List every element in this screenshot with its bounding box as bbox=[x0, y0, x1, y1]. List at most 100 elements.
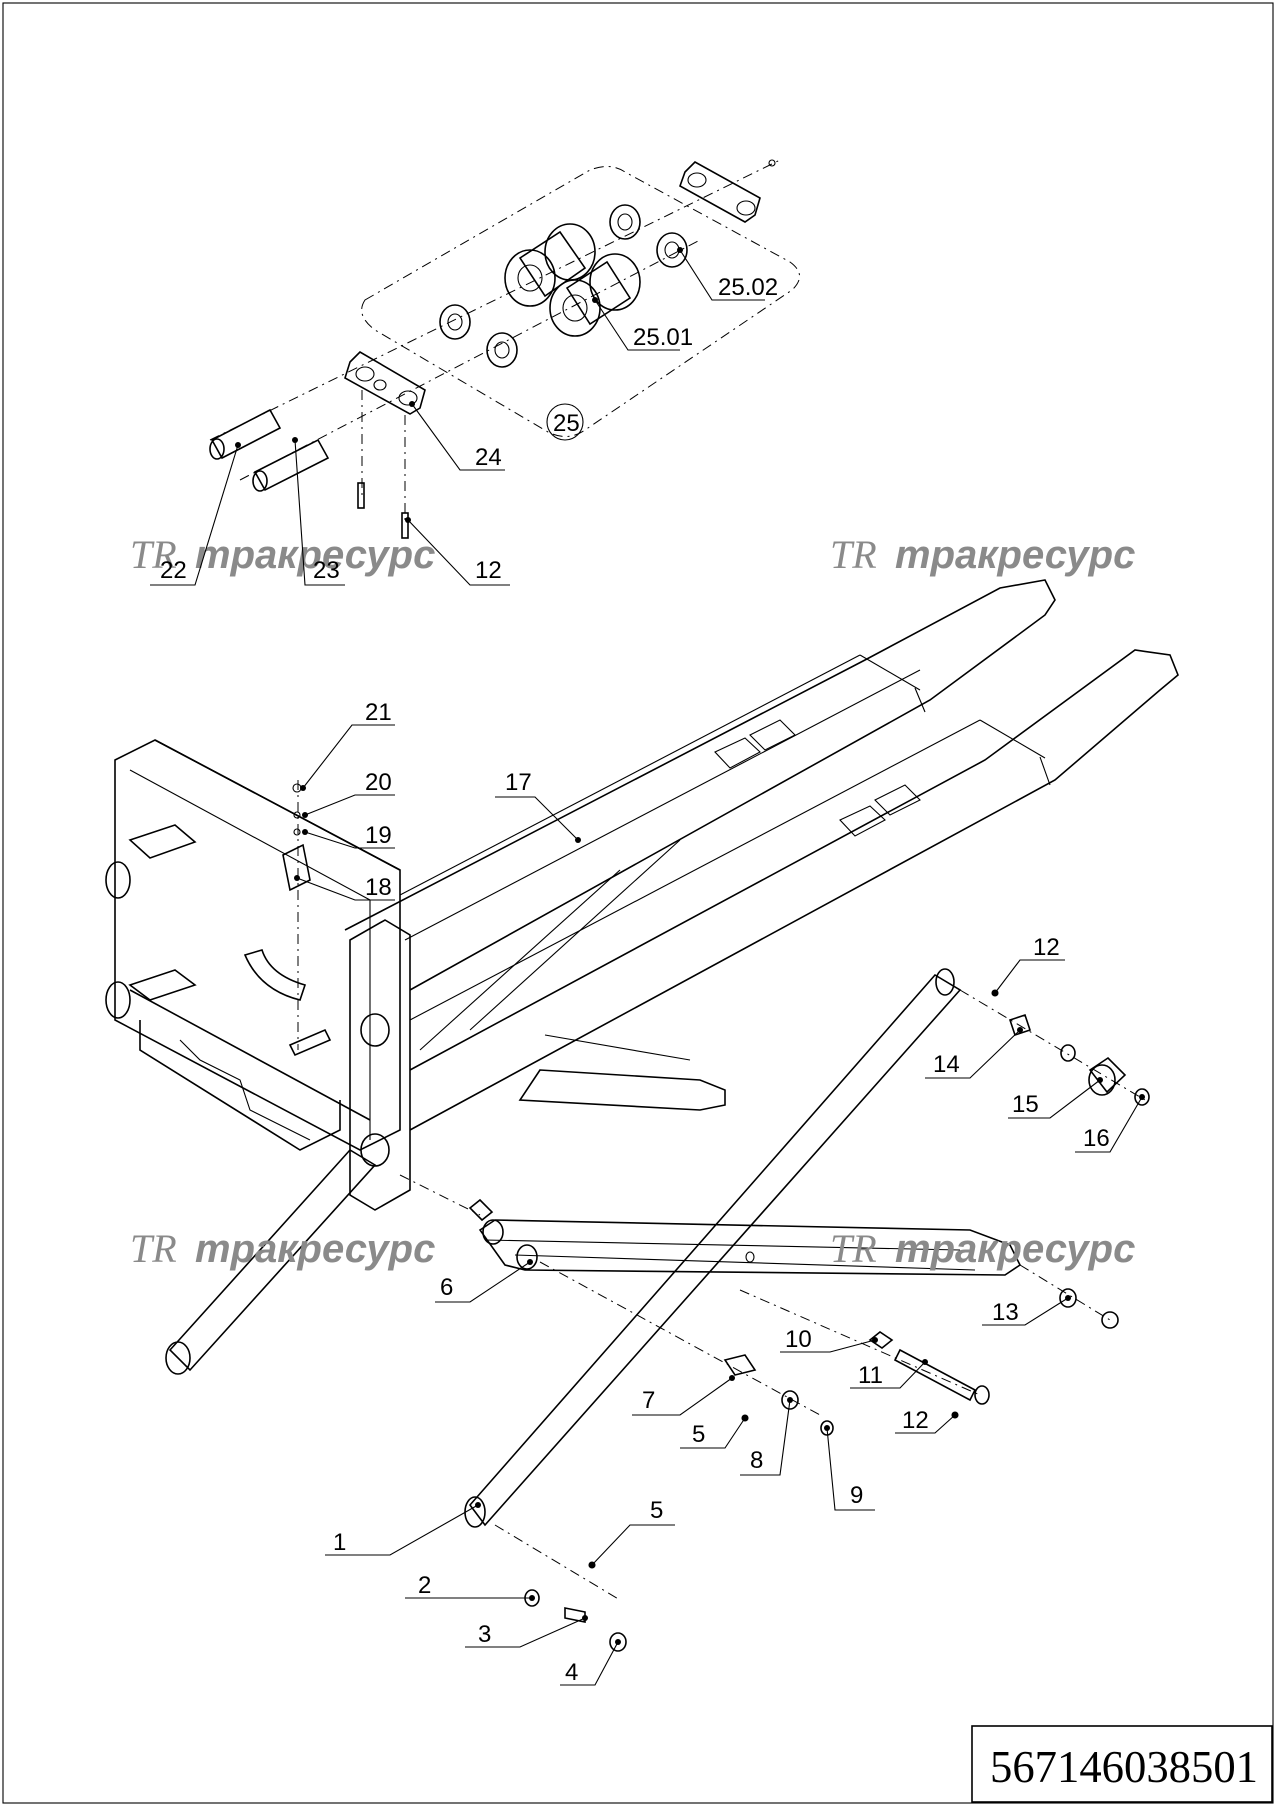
svg-text:8: 8 bbox=[750, 1447, 763, 1474]
svg-text:TR: TR bbox=[830, 532, 877, 577]
callout-21: 21 bbox=[300, 699, 395, 791]
callout-14: 14 bbox=[925, 1027, 1023, 1079]
callout-24: 24 bbox=[409, 401, 505, 471]
rear-link bbox=[168, 1148, 377, 1372]
fork-17-lower bbox=[409, 649, 1179, 1131]
roller-15 bbox=[1088, 1056, 1127, 1094]
watermark-1: TR тракресурс bbox=[130, 532, 435, 577]
side-plate bbox=[349, 919, 411, 1211]
callout-3: 3 bbox=[465, 1615, 588, 1648]
washer-15a bbox=[1060, 1044, 1076, 1062]
svg-text:4: 4 bbox=[565, 1659, 578, 1686]
fork-window-2 bbox=[839, 784, 921, 837]
svg-text:9: 9 bbox=[850, 1482, 863, 1509]
axis-line-upper bbox=[209, 159, 781, 441]
svg-text:TR: TR bbox=[830, 1226, 877, 1271]
callout-2: 2 bbox=[405, 1572, 535, 1601]
callout-22: 22 bbox=[150, 442, 241, 586]
callout-20: 20 bbox=[302, 769, 395, 818]
axle-22 bbox=[209, 408, 282, 460]
svg-text:5: 5 bbox=[650, 1497, 663, 1524]
svg-text:21: 21 bbox=[365, 699, 392, 726]
svg-text:12: 12 bbox=[902, 1407, 929, 1434]
pin-11 bbox=[893, 1348, 977, 1402]
roller-1 bbox=[504, 223, 596, 307]
side-hole-1 bbox=[360, 1013, 390, 1047]
svg-text:23: 23 bbox=[313, 557, 340, 584]
callout-11: 11 bbox=[850, 1359, 928, 1389]
wheel-bottom bbox=[105, 981, 131, 1019]
bearing-1 bbox=[609, 204, 641, 240]
washer-20 bbox=[293, 811, 301, 819]
roller-assembly bbox=[209, 159, 800, 539]
callout-13: 13 bbox=[982, 1295, 1071, 1326]
washer-9 bbox=[820, 1420, 834, 1436]
callout-4: 4 bbox=[560, 1639, 621, 1686]
svg-text:12: 12 bbox=[1033, 934, 1060, 961]
svg-text:11: 11 bbox=[858, 1362, 883, 1389]
nut-13 bbox=[1101, 1311, 1119, 1329]
callout-12-bottom: 12 bbox=[895, 1407, 958, 1434]
svg-text:15: 15 bbox=[1012, 1091, 1039, 1118]
plate-7 bbox=[723, 1354, 757, 1376]
axle-23 bbox=[252, 438, 330, 492]
screw-21 bbox=[292, 783, 302, 793]
svg-text:2: 2 bbox=[418, 1572, 431, 1599]
svg-text:тракресурс: тракресурс bbox=[195, 533, 435, 577]
svg-text:20: 20 bbox=[365, 769, 392, 796]
svg-text:16: 16 bbox=[1083, 1125, 1110, 1152]
pin-3 bbox=[564, 1607, 586, 1623]
lower-arm bbox=[518, 1069, 726, 1111]
callout-9: 9 bbox=[824, 1425, 875, 1511]
latch-hook bbox=[243, 949, 307, 1001]
svg-text:1: 1 bbox=[333, 1529, 346, 1556]
axis-6 bbox=[399, 1174, 481, 1216]
svg-text:6: 6 bbox=[440, 1274, 453, 1301]
svg-text:25: 25 bbox=[553, 410, 580, 437]
svg-text:3: 3 bbox=[478, 1621, 491, 1648]
bracket-18 bbox=[282, 843, 311, 892]
nut-16 bbox=[1134, 1088, 1150, 1106]
callout-7: 7 bbox=[632, 1375, 735, 1416]
side-hole-2 bbox=[360, 1133, 390, 1167]
pin-14 bbox=[1008, 1013, 1032, 1037]
svg-text:5: 5 bbox=[692, 1421, 705, 1448]
watermark-2: TR тракресурс bbox=[830, 532, 1135, 577]
pin-1 bbox=[357, 482, 365, 509]
svg-text:тракресурс: тракресурс bbox=[895, 533, 1135, 577]
roller-2 bbox=[549, 253, 641, 337]
watermark-4: TR тракресурс bbox=[830, 1226, 1135, 1271]
bearing-4 bbox=[486, 332, 518, 368]
callout-19: 19 bbox=[302, 822, 395, 849]
callout-12-top: 12 bbox=[405, 517, 510, 586]
callout-5-mid: 5 bbox=[680, 1415, 748, 1449]
svg-text:TR: TR bbox=[130, 1226, 177, 1271]
svg-text:14: 14 bbox=[933, 1051, 960, 1078]
bushing-10 bbox=[868, 1331, 894, 1349]
document-number: 567146038501 bbox=[990, 1741, 1258, 1792]
axis-13 bbox=[1019, 1264, 1111, 1321]
bushing-8 bbox=[781, 1390, 799, 1410]
callout-23: 23 bbox=[292, 437, 345, 586]
callout-1: 1 bbox=[325, 1502, 481, 1556]
callout-6: 6 bbox=[435, 1259, 533, 1303]
scissor-linkage bbox=[165, 968, 1150, 1652]
nut-4 bbox=[609, 1632, 627, 1652]
fork-window-1 bbox=[714, 719, 796, 769]
wheel-top bbox=[105, 861, 131, 899]
callout-25: 25 bbox=[546, 403, 584, 441]
small-screw bbox=[768, 159, 776, 167]
back-plate bbox=[114, 739, 401, 1151]
svg-text:19: 19 bbox=[365, 822, 392, 849]
callout-8: 8 bbox=[740, 1397, 793, 1476]
svg-text:13: 13 bbox=[992, 1299, 1019, 1326]
callout-15: 15 bbox=[1008, 1077, 1103, 1119]
lower-hook bbox=[128, 969, 197, 1001]
callout-25-02: 25.02 bbox=[677, 247, 778, 301]
svg-text:10: 10 bbox=[785, 1326, 812, 1353]
svg-text:тракресурс: тракресурс bbox=[895, 1227, 1135, 1271]
axis-2-4 bbox=[494, 1524, 621, 1601]
